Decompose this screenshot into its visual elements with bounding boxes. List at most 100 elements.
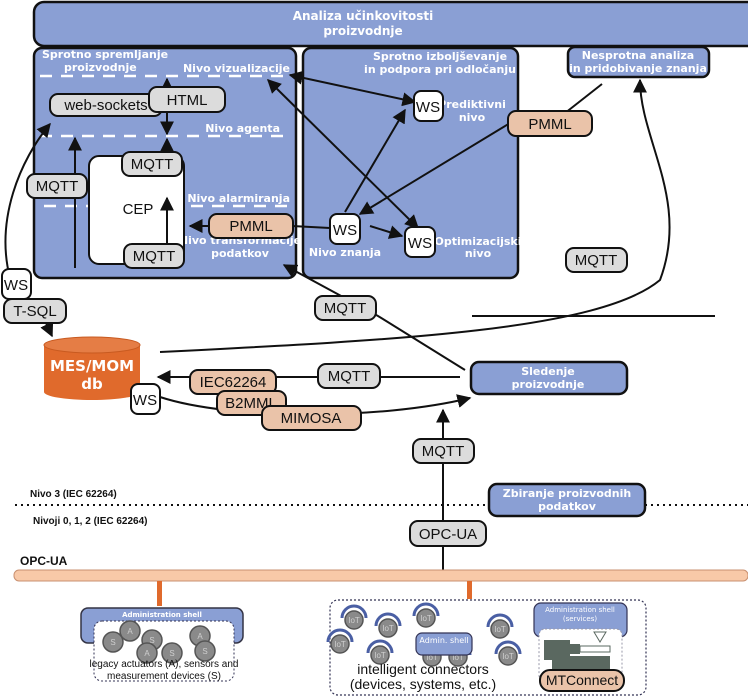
iec62264-pill: IEC62264 [189,369,277,395]
mqtt-pill-left: MQTT [26,173,88,199]
production-tracking-box: Sledenje proizvodnje [469,360,629,396]
sensor-node [194,640,216,662]
svg-text:OPC-UA: OPC-UA [419,526,477,543]
level012-label: Nivoji 0, 1, 2 (IEC 62264) [33,516,148,527]
iot-node [344,610,364,630]
svg-text:PMML: PMML [528,116,571,133]
html-pill: HTML [148,86,226,113]
mtconnect-label: MTConnect [546,672,618,688]
mqtt-pill-vertical: MQTT [412,438,475,464]
node-label: S [110,638,115,647]
level3-label: Nivo 3 (IEC 62264) [30,489,117,500]
level-transformation-2: podatkov [211,247,270,260]
svg-text:WS: WS [408,235,432,252]
node-label: A [144,649,150,658]
svg-text:MQTT: MQTT [422,443,465,460]
sensor-node [161,642,183,664]
svg-text:MQTT: MQTT [328,368,371,385]
sensor-node [102,631,124,653]
legacy-admin-shell: Administration shell [122,611,202,619]
iot-shell-arc [486,613,514,628]
iot-shell-arc [340,604,368,619]
svg-text:WS: WS [133,392,157,409]
machine-icon [544,631,611,670]
svg-text:WS: WS [416,99,440,116]
actuator-node [119,620,141,642]
svg-text:WS: WS [4,277,28,294]
predictive-level-2: nivo [459,111,486,124]
iot-shell-arc [494,640,522,655]
banner-line1: Analiza učinkovitosti [293,9,434,23]
iot-node [498,646,518,666]
level-visualization: Nivo vizualizacije [183,62,290,75]
intelligent-caption-1: intelligent connectors [357,661,489,677]
mqtt-pill-right: MQTT [565,247,628,273]
svg-text:MQTT: MQTT [324,300,367,317]
optimization-level-2: nivo [465,247,492,260]
actuator-node [136,642,158,664]
svg-text:MQTT: MQTT [36,178,79,195]
svg-text:MIMOSA: MIMOSA [281,410,342,427]
svg-text:MQTT: MQTT [131,156,174,173]
iot-label: IoT [426,653,438,662]
iot-label: IoT [494,625,506,634]
svg-text:PMML: PMML [229,218,272,235]
node-label: S [169,649,174,658]
banner-line2: proizvodnje [323,24,402,38]
offline-analysis-2: in pridobivanje znanja [569,62,707,75]
svg-text:proizvodnje: proizvodnje [512,378,585,391]
ws-predictive: WS [413,90,444,122]
legacy-caption-2: measurement devices (S) [107,671,221,682]
svg-text:web-sockets: web-sockets [63,97,147,114]
mimosa-pill: MIMOSA [261,405,362,431]
svg-text:IEC62264: IEC62264 [200,374,267,391]
admin-shell-services-1: Administration shell [545,606,615,614]
optimization-level-1: Optimizacijski [434,235,521,248]
admin-shell-services-2: (services) [563,615,597,623]
svg-text:Zbiranje proizvodnih: Zbiranje proizvodnih [503,487,631,500]
mqtt-pill-cep-bottom: MQTT [123,243,185,269]
iot-node [330,634,350,654]
iot-node [490,619,510,639]
mqtt-pill-tracking: MQTT [317,363,381,389]
offline-analysis-1: Nesprotna analiza [582,49,694,62]
svg-text:Sledenje: Sledenje [521,365,575,378]
legacy-caption-1: legacy actuators (A), sensors and [90,659,239,670]
svg-text:T-SQL: T-SQL [13,303,56,320]
left-panel-title1: Sprotno spremljanje [42,48,168,61]
level-agent: Nivo agenta [205,122,280,135]
bus-drop-intelligent [467,581,472,599]
middle-panel-title2: in podpora pri odločanju [364,63,516,76]
svg-text:podatkov: podatkov [538,500,597,513]
node-label: S [202,647,207,656]
efficiency-analysis-banner: Analiza učinkovitosti proizvodnje [32,0,748,48]
mqtt-pill-center: MQTT [314,295,377,321]
svg-text:MQTT: MQTT [133,248,176,265]
iot-shell-arc [326,628,354,643]
mtconnect-pill [539,669,625,692]
svg-text:HTML: HTML [167,92,208,109]
opcua-pill: OPC-UA [409,520,487,547]
iot-node [370,645,390,665]
iot-label: IoT [420,614,432,623]
opcua-bus-label: OPC-UA [20,554,68,568]
bus-drop-legacy [157,581,162,606]
mqtt-pill-cep-top: MQTT [121,151,183,177]
node-label: A [197,632,203,641]
iot-label: IoT [502,652,514,661]
db-label-1: MES/MOM [50,357,134,375]
ws-db: WS [1,268,32,300]
node-label: S [149,636,154,645]
pmml-pill-right: PMML [507,110,593,137]
knowledge-level: Nivo znanja [309,246,381,259]
ws-knowledge: WS [329,213,361,245]
level-alarming: Nivo alarmiranja [187,192,290,205]
cep-label: CEP [123,201,154,218]
svg-text:MQTT: MQTT [575,252,618,269]
node-label: A [127,627,133,636]
iot-label: IoT [374,651,386,660]
mes-mom-database: MES/MOM db [43,336,141,400]
